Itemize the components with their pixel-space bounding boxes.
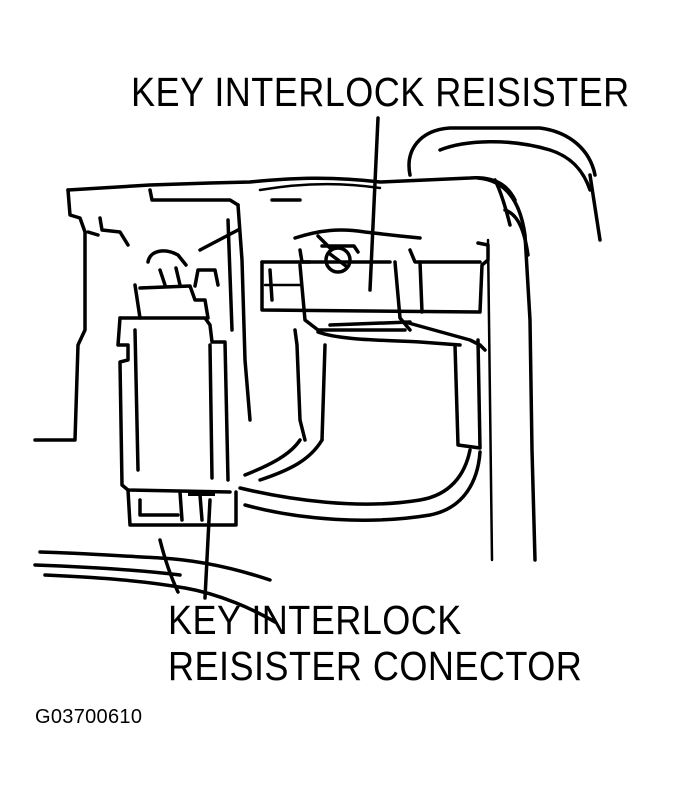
leader-line-resistor bbox=[368, 116, 380, 292]
lower-wires bbox=[33, 538, 277, 624]
leader-line-connector bbox=[203, 498, 212, 600]
leader-lines bbox=[203, 116, 380, 600]
label-connector-line1: KEY INTERLOCK bbox=[168, 597, 462, 643]
resistor-connector bbox=[116, 249, 238, 527]
figure-id: G03700610 bbox=[35, 706, 143, 728]
label-key-interlock-resistor: KEY INTERLOCK REISISTER bbox=[131, 69, 630, 115]
resistor-wires bbox=[238, 438, 482, 522]
resistor-body bbox=[260, 228, 490, 450]
left-bracket bbox=[33, 188, 252, 442]
dash-panel bbox=[66, 126, 602, 562]
label-connector-line2: REISISTER CONECTOR bbox=[168, 643, 583, 689]
